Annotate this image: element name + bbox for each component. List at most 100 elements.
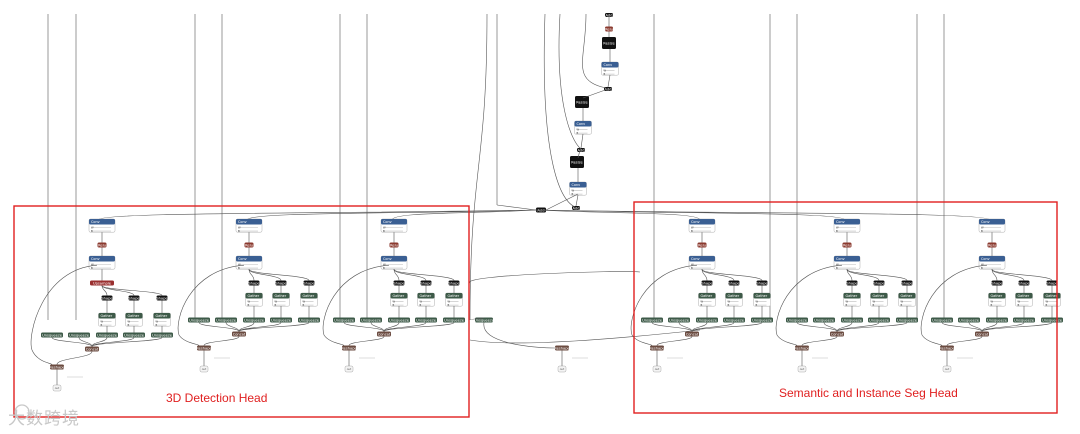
unsqueeze-node[interactable]: Unsqueeze	[215, 317, 237, 323]
unsqueeze-node[interactable]: Unsqueeze	[388, 317, 410, 323]
concat-node[interactable]: Concat	[377, 331, 391, 337]
output-node[interactable]: out	[652, 365, 662, 373]
shape-node[interactable]: Shape	[756, 280, 768, 286]
shape-node[interactable]: Shape	[846, 280, 858, 286]
unsqueeze-node[interactable]: Unsqueeze	[151, 332, 173, 338]
output-node[interactable]: out	[52, 384, 62, 392]
backbone-resize[interactable]: Resize	[575, 96, 589, 108]
concat-node[interactable]: Concat	[975, 331, 989, 337]
head-relu[interactable]: Relu	[987, 242, 997, 248]
unsqueeze-node[interactable]: Unsqueeze	[68, 332, 90, 338]
shape-node[interactable]: Shape	[728, 280, 740, 286]
shape-node[interactable]: Shape	[156, 295, 168, 301]
unsqueeze-node[interactable]: Unsqueeze	[1013, 317, 1035, 323]
unsqueeze-node[interactable]: Unsqueeze	[188, 317, 210, 323]
concat-node[interactable]: Concat	[232, 331, 246, 337]
unsqueeze-node[interactable]: Unsqueeze	[270, 317, 292, 323]
reshape-node[interactable]: Reshape	[49, 364, 65, 370]
unsqueeze-node[interactable]: Unsqueeze	[641, 317, 663, 323]
shape-node[interactable]: Shape	[701, 280, 713, 286]
reshape-node[interactable]: Reshape	[554, 345, 570, 351]
unsqueeze-node[interactable]: Unsqueeze	[298, 317, 320, 323]
unsqueeze-node[interactable]: Unsqueeze	[841, 317, 863, 323]
unsqueeze-node[interactable]: Unsqueeze	[243, 317, 265, 323]
concat-node[interactable]: Concat	[830, 331, 844, 337]
shape-node[interactable]: Shape	[448, 280, 460, 286]
backbone-resize[interactable]: Resize	[570, 156, 584, 168]
head-relu[interactable]: Relu	[244, 242, 254, 248]
shape-node[interactable]: Shape	[1018, 280, 1030, 286]
shape-node[interactable]: Shape	[393, 280, 405, 286]
unsqueeze-node[interactable]: Unsqueeze	[360, 317, 382, 323]
unsqueeze-node[interactable]: Unsqueeze	[723, 317, 745, 323]
backbone-add-top[interactable]: Add	[605, 13, 613, 17]
reshape-node[interactable]: Reshape	[649, 345, 665, 351]
unsqueeze-node[interactable]: Unsqueeze	[786, 317, 808, 323]
output-node[interactable]: out	[942, 365, 952, 373]
unsqueeze-node[interactable]: Unsqueeze	[1041, 317, 1063, 323]
head-relu[interactable]: Relu	[97, 242, 107, 248]
reshape-node[interactable]: Reshape	[196, 345, 212, 351]
shape-node[interactable]: Shape	[101, 295, 113, 301]
backbone-resize[interactable]: Resize	[602, 37, 616, 49]
upsample-node[interactable]: Upsample	[90, 280, 114, 286]
head-relu[interactable]: Relu	[697, 242, 707, 248]
unsqueeze-node[interactable]: Unsqueeze	[333, 317, 355, 323]
shape-node[interactable]: Shape	[128, 295, 140, 301]
shape-node[interactable]: Shape	[303, 280, 315, 286]
shape-node[interactable]: Shape	[991, 280, 1003, 286]
backbone-add[interactable]: Add	[577, 148, 585, 152]
shape-node[interactable]: Shape	[901, 280, 913, 286]
unsqueeze-node[interactable]: Unsqueeze	[813, 317, 835, 323]
unsqueeze-node[interactable]: Unsqueeze	[751, 317, 773, 323]
unsqueeze-node[interactable]: Unsqueeze	[443, 317, 465, 323]
shape-node[interactable]: Shape	[248, 280, 260, 286]
unsqueeze-node[interactable]: Unsqueeze	[868, 317, 890, 323]
shape-node[interactable]: Shape	[420, 280, 432, 286]
reshape-node[interactable]: Reshape	[939, 345, 955, 351]
output-node[interactable]: out	[557, 365, 567, 373]
shape-node[interactable]: Shape	[275, 280, 287, 286]
output-node[interactable]: out	[344, 365, 354, 373]
unsqueeze-node[interactable]: Unsqueeze	[96, 332, 118, 338]
unsqueeze-node[interactable]: Unsqueeze	[986, 317, 1008, 323]
shape-node[interactable]: Shape	[1046, 280, 1058, 286]
unsqueeze-node[interactable]: Unsqueeze	[896, 317, 918, 323]
unsqueeze-node[interactable]: Unsqueeze	[696, 317, 718, 323]
unsqueeze-node[interactable]: Unsqueeze	[958, 317, 980, 323]
backbone-add[interactable]: Add	[572, 206, 580, 210]
head-relu[interactable]: Relu	[389, 242, 399, 248]
output-node[interactable]: out	[797, 365, 807, 373]
